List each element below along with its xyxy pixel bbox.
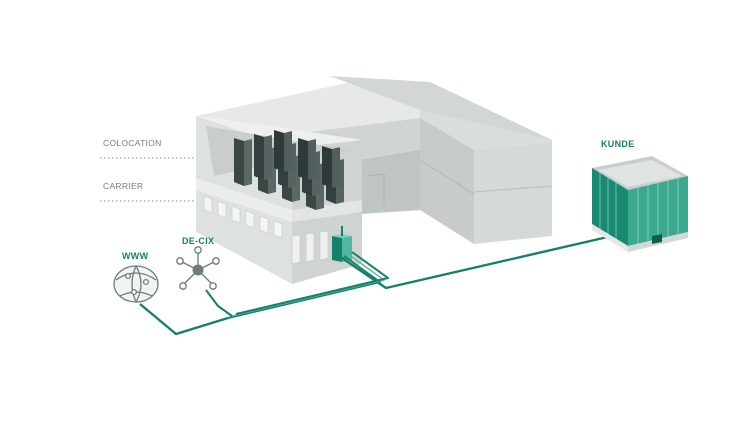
network-connections xyxy=(139,234,613,336)
rack-row-3 xyxy=(274,130,340,188)
cable-to-www xyxy=(139,303,229,336)
colocation-label: COLOCATION xyxy=(103,138,162,148)
network-hub-icon xyxy=(176,246,220,290)
kunde-label: KUNDE xyxy=(601,139,635,149)
server-racks xyxy=(234,130,344,210)
carrier-label: CARRIER xyxy=(103,181,144,191)
www-label: WWW xyxy=(122,251,149,261)
globe-network-icon xyxy=(113,265,159,303)
network-cabinet xyxy=(332,226,352,262)
cable-to-kunde xyxy=(341,234,613,290)
decix-label: DE-CIX xyxy=(182,236,215,246)
customer-building xyxy=(592,156,688,252)
cable-to-decix xyxy=(205,289,233,317)
